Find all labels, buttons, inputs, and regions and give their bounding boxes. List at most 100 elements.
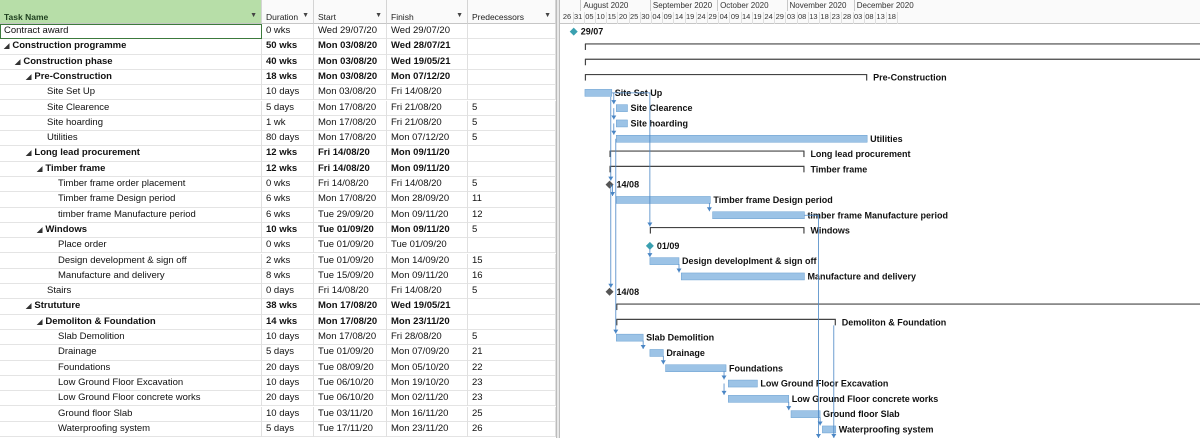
cell-duration[interactable]: 5 days [262,100,314,116]
cell-predecessors[interactable] [468,146,556,162]
cell-name[interactable]: Low Ground Floor concrete works [0,391,262,407]
cell-duration[interactable]: 10 days [262,85,314,101]
collapse-triangle-icon[interactable]: ◢ [15,58,21,66]
cell-start[interactable]: Tue 01/09/20 [314,345,387,361]
cell-predecessors[interactable] [468,24,556,40]
cell-predecessors[interactable]: 5 [468,177,556,193]
chevron-down-icon[interactable]: ▼ [302,12,309,19]
cell-finish[interactable]: Wed 19/05/21 [387,54,468,70]
cell-duration[interactable]: 40 wks [262,54,314,70]
cell-start[interactable]: Mon 17/08/20 [314,115,387,132]
cell-duration[interactable]: 10 days [262,330,314,346]
cell-name[interactable]: Utilities [0,131,262,147]
chevron-down-icon[interactable]: ▼ [375,12,382,19]
cell-finish[interactable]: Mon 19/10/20 [387,375,468,392]
cell-name[interactable]: Foundations [0,360,262,376]
cell-finish[interactable]: Mon 09/11/20 [387,222,468,239]
cell-predecessors[interactable] [468,69,556,86]
collapse-triangle-icon[interactable]: ◢ [4,43,10,51]
cell-duration[interactable]: 10 days [262,406,314,422]
column-header-duration[interactable]: Duration ▼ [262,0,314,24]
cell-start[interactable]: Fri 14/08/20 [314,161,387,177]
cell-start[interactable]: Mon 03/08/20 [314,85,387,101]
cell-predecessors[interactable] [468,39,556,55]
cell-name[interactable]: ◢Long lead procurement [0,146,262,162]
cell-name[interactable]: Ground floor Slab [0,406,262,422]
cell-predecessors[interactable]: 5 [468,222,556,239]
cell-finish[interactable]: Wed 28/07/21 [387,39,468,55]
cell-name[interactable]: Site Clearence [0,100,262,116]
cell-start[interactable]: Tue 06/10/20 [314,391,387,407]
column-header-task-name[interactable]: Task Name ▼ [0,0,262,24]
cell-name[interactable]: ◢Pre-Construction [0,69,262,86]
cell-finish[interactable]: Tue 01/09/20 [387,238,468,254]
cell-start[interactable]: Fri 14/08/20 [314,146,387,162]
cell-name[interactable]: ◢Timber frame [0,161,262,177]
cell-name[interactable]: Manufacture and delivery [0,268,262,285]
cell-predecessors[interactable]: 15 [468,253,556,269]
cell-predecessors[interactable] [468,85,556,101]
cell-finish[interactable]: Mon 09/11/20 [387,161,468,177]
cell-name[interactable]: Contract award [0,24,262,40]
cell-start[interactable]: Tue 15/09/20 [314,268,387,285]
cell-start[interactable]: Tue 08/09/20 [314,360,387,376]
cell-finish[interactable]: Mon 07/12/20 [387,69,468,86]
cell-predecessors[interactable]: 23 [468,375,556,392]
cell-finish[interactable]: Wed 29/07/20 [387,24,468,40]
cell-duration[interactable]: 6 wks [262,207,314,223]
cell-finish[interactable]: Mon 28/09/20 [387,192,468,208]
cell-name[interactable]: ◢Construction phase [0,54,262,70]
collapse-triangle-icon[interactable]: ◢ [26,73,32,81]
cell-duration[interactable]: 5 days [262,421,314,438]
cell-start[interactable]: Tue 29/09/20 [314,207,387,223]
cell-finish[interactable]: Mon 09/11/20 [387,146,468,162]
cell-finish[interactable]: Mon 09/11/20 [387,207,468,223]
cell-duration[interactable]: 0 wks [262,24,314,40]
cell-start[interactable]: Tue 17/11/20 [314,421,387,438]
chevron-down-icon[interactable]: ▼ [456,12,463,19]
cell-finish[interactable]: Wed 19/05/21 [387,299,468,315]
cell-duration[interactable]: 6 wks [262,192,314,208]
cell-duration[interactable]: 12 wks [262,161,314,177]
cell-finish[interactable]: Mon 07/12/20 [387,131,468,147]
cell-predecessors[interactable] [468,299,556,315]
column-header-finish[interactable]: Finish ▼ [387,0,468,24]
cell-finish[interactable]: Mon 05/10/20 [387,360,468,376]
cell-start[interactable]: Mon 17/08/20 [314,299,387,315]
cell-duration[interactable]: 2 wks [262,253,314,269]
cell-predecessors[interactable] [468,54,556,70]
cell-start[interactable]: Fri 14/08/20 [314,177,387,193]
cell-finish[interactable]: Fri 28/08/20 [387,330,468,346]
cell-duration[interactable]: 14 wks [262,314,314,330]
cell-name[interactable]: Stairs [0,284,262,300]
cell-predecessors[interactable] [468,314,556,330]
cell-duration[interactable]: 12 wks [262,146,314,162]
cell-start[interactable]: Tue 03/11/20 [314,406,387,422]
cell-finish[interactable]: Fri 14/08/20 [387,85,468,101]
cell-name[interactable]: ◢Demoliton & Foundation [0,314,262,330]
cell-duration[interactable]: 8 wks [262,268,314,285]
cell-name[interactable]: ◢Windows [0,222,262,239]
cell-finish[interactable]: Mon 09/11/20 [387,268,468,285]
cell-start[interactable]: Mon 17/08/20 [314,192,387,208]
cell-name[interactable]: ◢Construction programme [0,39,262,55]
cell-duration[interactable]: 10 wks [262,222,314,239]
cell-start[interactable]: Mon 17/08/20 [314,314,387,330]
cell-name[interactable]: timber frame Manufacture period [0,207,262,223]
